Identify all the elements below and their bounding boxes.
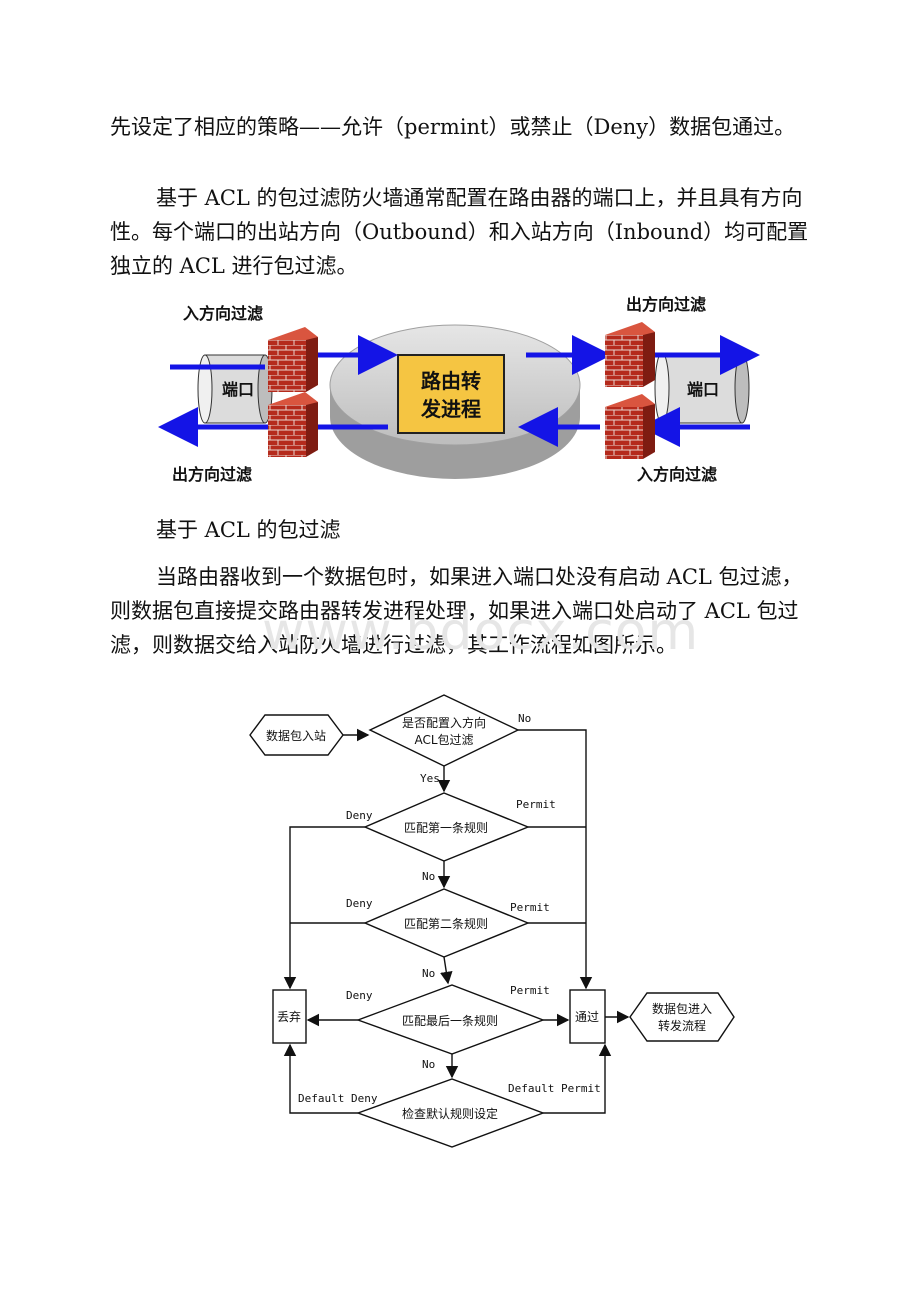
- decision3-deny-label: Deny: [346, 897, 373, 910]
- acl-flowchart: 数据包入站 是否配置入方向 ACL包过滤 No Yes 匹配第一条规则 Deny…: [249, 694, 735, 1148]
- decision3-no-label: No: [422, 967, 435, 980]
- left-port-label: 端口: [222, 380, 254, 399]
- drop-box: [272, 989, 307, 1044]
- firewall-out-left: [268, 392, 318, 457]
- drop-label: 丢弃: [277, 1009, 301, 1024]
- decision1-label-line2: ACL包过滤: [414, 733, 473, 747]
- decision2-no-label: No: [422, 870, 435, 883]
- decision4-label: 匹配最后一条规则: [402, 1013, 498, 1028]
- out-filter-left-label: 出方向过滤: [172, 465, 252, 484]
- out-filter-right-label: 出方向过滤: [626, 295, 706, 314]
- firewall-in-left: [268, 327, 318, 392]
- decision2-permit-label: Permit: [516, 798, 556, 811]
- default-deny-label: Default Deny: [298, 1092, 378, 1105]
- paragraph-acl-direction: 基于 ACL 的包过滤防火墙通常配置在路由器的端口上，并且具有方向性。每个端口的…: [110, 186, 809, 278]
- decision4-no-label: No: [422, 1058, 435, 1071]
- end-node: [629, 992, 735, 1042]
- decision2-label: 匹配第一条规则: [404, 820, 488, 835]
- right-port-label: 端口: [687, 380, 719, 399]
- firewall-out-right: [605, 322, 655, 387]
- figure-caption: 基于 ACL 的包过滤: [156, 518, 341, 542]
- paragraph-workflow: 当路由器收到一个数据包时，如果进入端口处没有启动 ACL 包过滤，则数据包直接提…: [110, 565, 803, 657]
- router-label-line2: 发进程: [420, 397, 481, 421]
- router-process-box: [397, 354, 505, 434]
- paragraph-intro: 先设定了相应的策略——允许（permint）或禁止（Deny）数据包通过。: [110, 115, 796, 139]
- decision2-deny-label: Deny: [346, 809, 373, 822]
- decision-acl-configured: [368, 694, 520, 767]
- router-label-line1: 路由转: [421, 369, 481, 393]
- in-filter-right-label: 入方向过滤: [637, 465, 717, 484]
- decision3-permit-label: Permit: [510, 901, 550, 914]
- decision4-deny-label: Deny: [346, 989, 373, 1002]
- firewall-in-right: [605, 394, 655, 459]
- end-label-line2: 转发流程: [658, 1018, 706, 1033]
- start-label: 数据包入站: [266, 728, 326, 743]
- decision1-no-label: No: [518, 712, 531, 725]
- router-acl-figure: 路由转 发进程 端口 端口 入方向过滤 出方向: [158, 295, 760, 484]
- default-permit-label: Default Permit: [508, 1082, 601, 1095]
- decision1-yes-label: Yes: [420, 772, 440, 785]
- decision3-label: 匹配第二条规则: [404, 916, 488, 931]
- decision4-permit-label: Permit: [510, 984, 550, 997]
- decision5-label: 检查默认规则设定: [402, 1106, 498, 1121]
- end-label-line1: 数据包进入: [652, 1001, 712, 1016]
- decision1-label-line1: 是否配置入方向: [402, 715, 486, 730]
- in-filter-left-label: 入方向过滤: [183, 304, 263, 323]
- pass-label: 通过: [575, 1010, 599, 1024]
